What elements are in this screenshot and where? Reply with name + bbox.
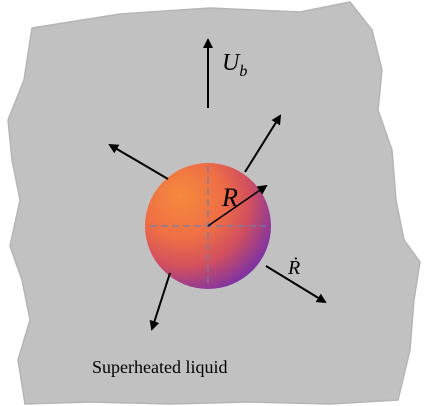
expansion-arrow-top-right	[244, 114, 282, 173]
expansion-arrow-bottom-right	[265, 265, 327, 304]
radius-arrow	[207, 184, 268, 227]
radius-label: R	[221, 183, 238, 212]
expansion-arrow-top-left	[108, 143, 169, 180]
radius-rate-label: Ṙ	[287, 256, 300, 279]
velocity-subscript: b	[239, 63, 247, 80]
medium-label: Superheated liquid	[92, 357, 227, 377]
velocity-symbol: U	[222, 50, 241, 76]
velocity-label: Ub	[222, 50, 247, 80]
expansion-arrow-bottom-left	[149, 272, 171, 331]
